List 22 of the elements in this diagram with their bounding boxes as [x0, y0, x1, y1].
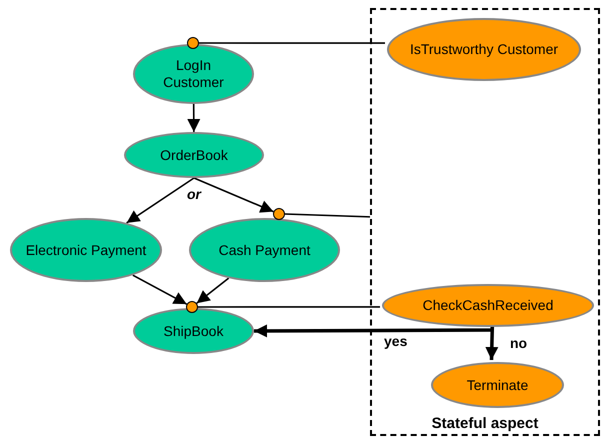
connector-line — [199, 42, 385, 44]
arrow — [126, 177, 194, 224]
node-label: IsTrustworthy Customer — [408, 41, 560, 58]
connector-line — [284, 213, 370, 218]
arrow — [194, 177, 274, 213]
edge-label: yes — [384, 333, 408, 349]
branch-label: or — [187, 186, 201, 202]
edge-label: no — [510, 335, 528, 351]
node-label: CheckCashReceived — [422, 297, 554, 314]
arrow — [187, 104, 200, 132]
node-label: Terminate — [466, 376, 530, 394]
node-label: Electronic Payment — [24, 242, 148, 258]
node-label: OrderBook — [159, 146, 229, 164]
arrow — [485, 324, 498, 360]
node-label: Cash Payment — [218, 242, 312, 258]
arrow — [132, 274, 188, 305]
node-label: ShipBook — [162, 322, 224, 340]
dashed-group-box — [370, 8, 600, 436]
node-label: LogIn Customer — [162, 57, 225, 91]
arrow — [196, 278, 230, 304]
group-title: Stateful aspect — [430, 414, 540, 434]
connector-line — [198, 306, 380, 308]
